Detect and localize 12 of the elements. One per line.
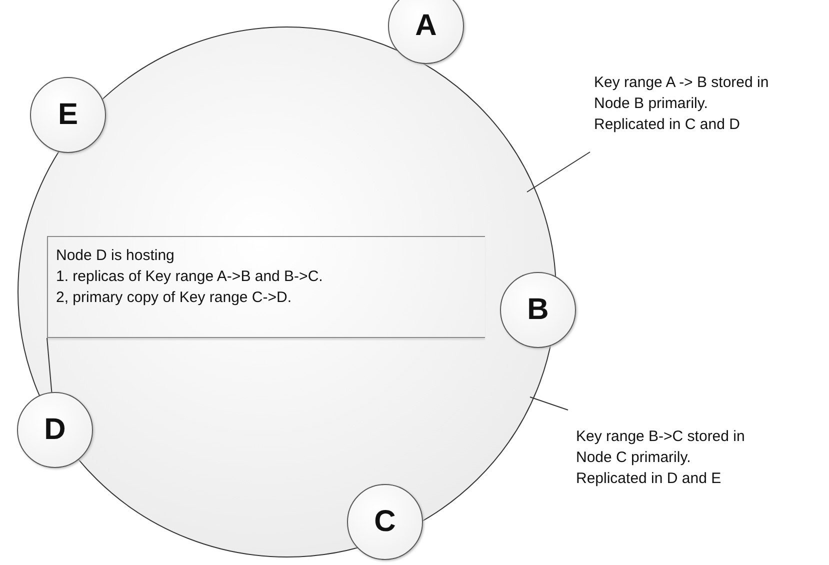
leader-line	[526, 152, 590, 192]
annotation-text: Key range B->C stored in Node C primarily. Replicated in D and E	[576, 427, 746, 489]
leader-line	[46, 338, 52, 393]
node-circle: E	[30, 77, 106, 153]
callout-text: 2, primary copy of Key range C->D.	[56, 288, 293, 308]
node-circle: A	[388, 0, 464, 64]
callout-text: 1. replicas of Key range A->B and B->C.	[56, 267, 324, 287]
annotation-text: Key range A -> B stored in Node B primarily. Replicated in C and D	[594, 73, 770, 135]
callout-text: Node D is hosting	[56, 246, 176, 266]
node-circle: D	[17, 392, 93, 468]
callout-box	[47, 236, 485, 338]
leader-line	[530, 396, 568, 410]
